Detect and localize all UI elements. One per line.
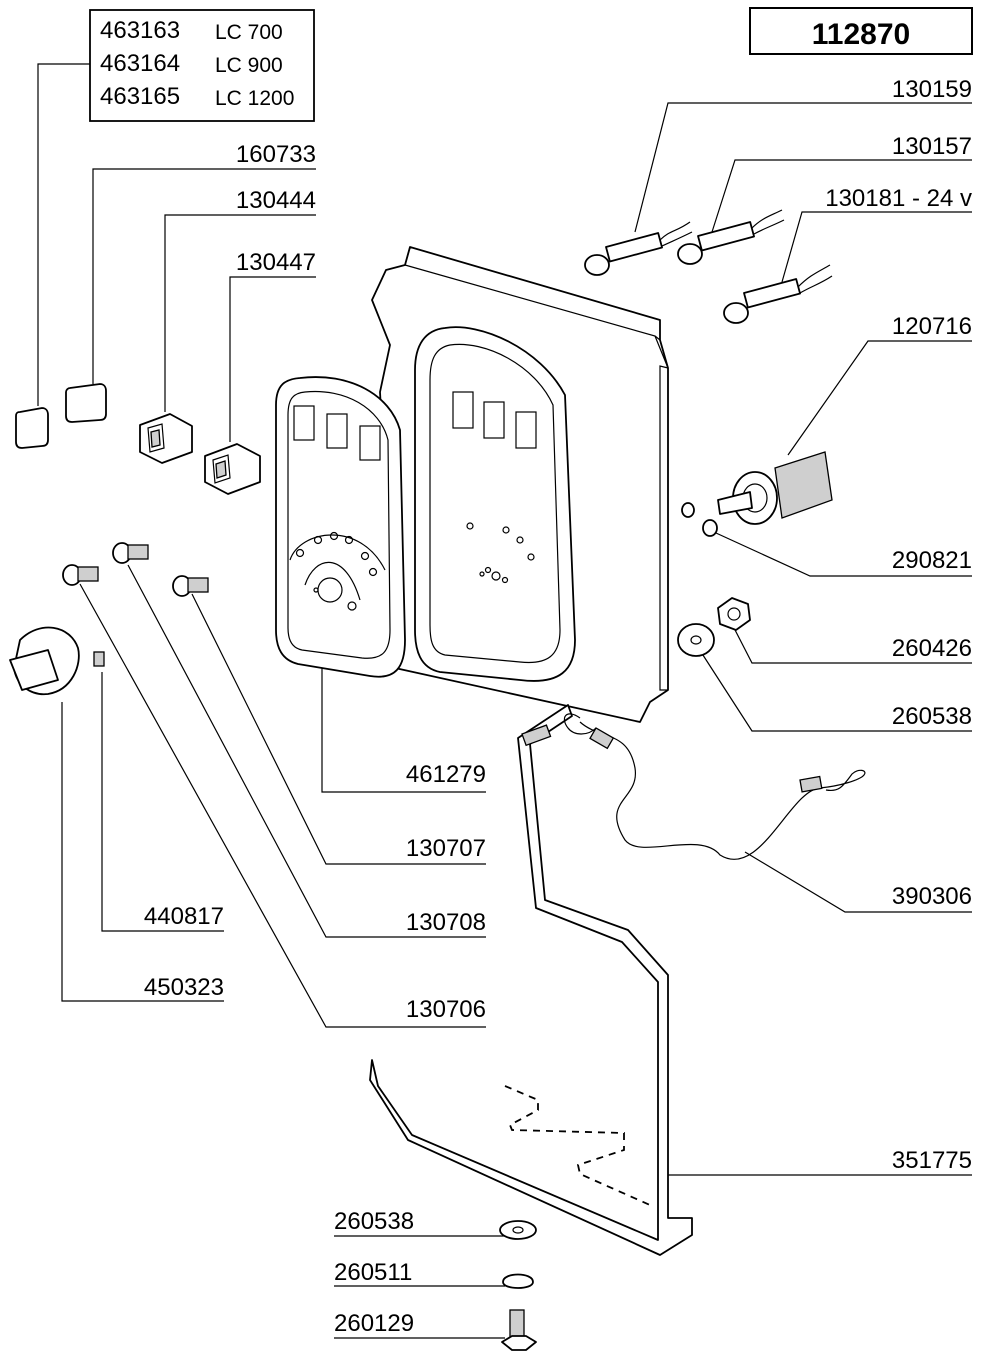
callout-290821: 290821 xyxy=(892,547,972,574)
callout-260426: 260426 xyxy=(892,635,972,662)
callout-461279: 461279 xyxy=(406,761,486,788)
callout-390306: 390306 xyxy=(892,883,972,910)
callout-260538-upper: 260538 xyxy=(892,703,972,730)
callout-351775: 351775 xyxy=(892,1147,972,1174)
callout-120716: 120716 xyxy=(892,313,972,340)
callout-130157: 130157 xyxy=(892,133,972,160)
model-table-part-1: 463163 xyxy=(100,17,180,44)
callout-130707: 130707 xyxy=(406,835,486,862)
drawing-number-box: 112870 xyxy=(749,7,973,55)
callout-160733: 160733 xyxy=(236,141,316,168)
callout-130708: 130708 xyxy=(406,909,486,936)
bracket-351775 xyxy=(369,704,866,1256)
callout-130444: 130444 xyxy=(236,187,316,214)
model-table: 463163 LC 700 463164 LC 900 463165 LC 12… xyxy=(89,9,315,122)
control-panel xyxy=(371,246,669,723)
callout-260129: 260129 xyxy=(334,1310,414,1337)
drawing-number: 112870 xyxy=(812,18,910,51)
model-table-part-3: 463165 xyxy=(100,83,180,110)
callout-450323: 450323 xyxy=(144,974,224,1001)
panel-overlay-461279 xyxy=(275,376,406,678)
callouts-left: 160733 130444 130447 461279 130707 13070… xyxy=(37,63,505,1339)
callout-130181: 130181 - 24 v xyxy=(825,185,972,212)
callout-130159: 130159 xyxy=(892,76,972,103)
callouts-right: 130159 130157 130181 - 24 v 120716 29082… xyxy=(634,76,972,1176)
rotary-switch-120716 xyxy=(677,451,833,657)
callout-130447: 130447 xyxy=(236,249,316,276)
model-table-part-2: 463164 xyxy=(100,50,180,77)
bottom-fasteners xyxy=(499,1220,537,1351)
callout-260538-lower: 260538 xyxy=(334,1208,414,1235)
model-table-model-1: LC 700 xyxy=(215,21,283,44)
callout-130706: 130706 xyxy=(406,996,486,1023)
callout-260511: 260511 xyxy=(334,1259,412,1286)
callout-440817: 440817 xyxy=(144,903,224,930)
model-table-model-2: LC 900 xyxy=(215,54,283,77)
indicator-lamps xyxy=(584,209,833,324)
left-small-parts xyxy=(9,383,261,696)
model-table-model-3: LC 1200 xyxy=(215,87,294,110)
